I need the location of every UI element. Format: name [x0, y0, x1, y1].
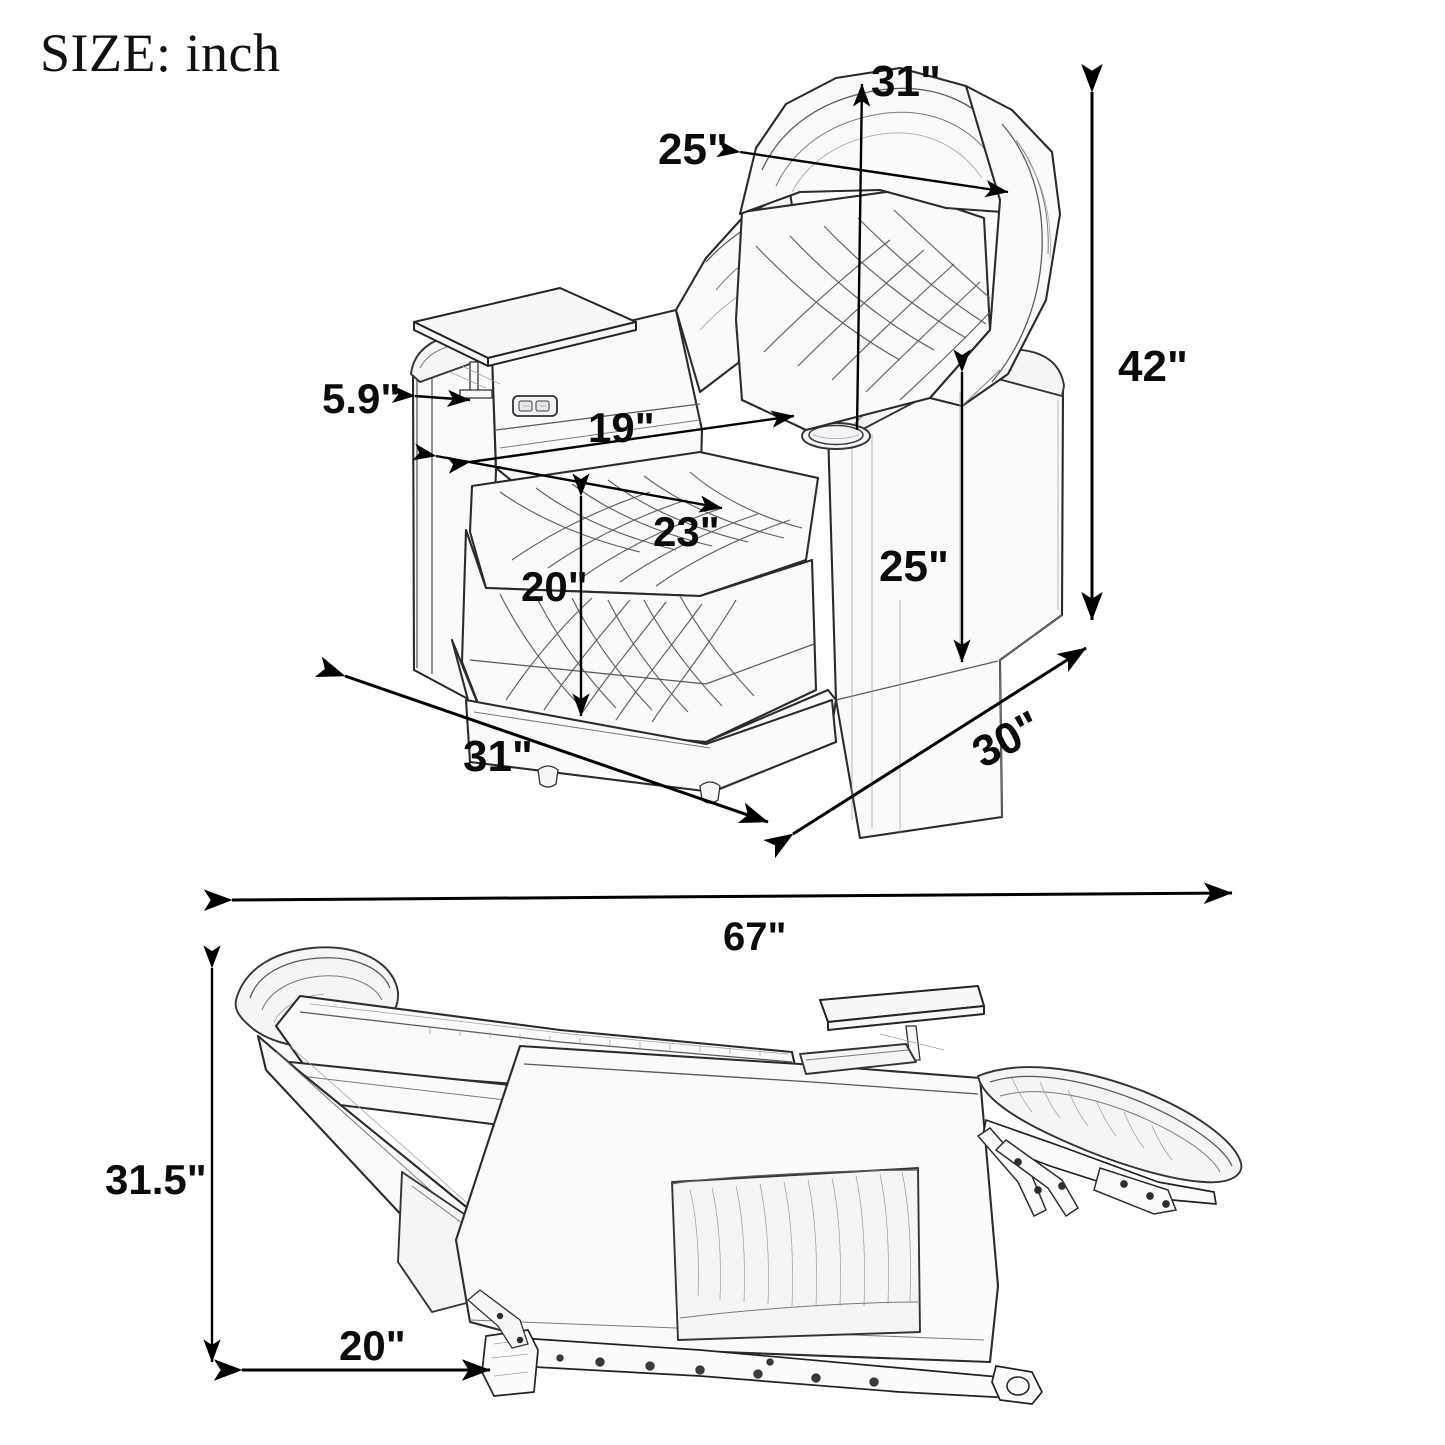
dim-label-seat-depth: 23"	[653, 508, 720, 555]
dim-label-seat-width: 19"	[588, 404, 655, 451]
dim-label-armrest-height: 25"	[879, 542, 949, 591]
dim-label-reclined-height: 31.5"	[105, 1156, 207, 1203]
upright-chair-drawing	[410, 66, 1065, 840]
control-panel	[512, 395, 558, 417]
dim-label-overall-width: 31"	[463, 732, 533, 781]
reclined-dimension-arrows	[203, 882, 1233, 1381]
tray-table	[413, 287, 637, 399]
backrest-quilting	[755, 209, 991, 401]
side-storage-pocket	[671, 1167, 921, 1341]
dim-label-footrest-clearance: 20"	[339, 1322, 406, 1369]
dim-label-reclined-length: 67"	[723, 915, 787, 959]
dim-label-armrest-width: 5.9"	[322, 375, 401, 422]
tray-table-reclined	[819, 985, 985, 1061]
dim-label-seat-height: 20"	[521, 563, 588, 610]
page-title: SIZE: inch	[40, 23, 281, 83]
dim-label-backrest-height: 31"	[871, 57, 941, 106]
dim-label-overall-height: 42"	[1118, 342, 1188, 391]
dim-label-overall-depth: 30"	[964, 701, 1050, 778]
dim-label-backrest-width: 25"	[658, 125, 728, 174]
cup-holder	[835, 436, 837, 438]
upright-dimension-arrows	[314, 63, 1103, 859]
recliner-linkage	[976, 1127, 1178, 1218]
seat-front-quilting	[499, 593, 755, 723]
